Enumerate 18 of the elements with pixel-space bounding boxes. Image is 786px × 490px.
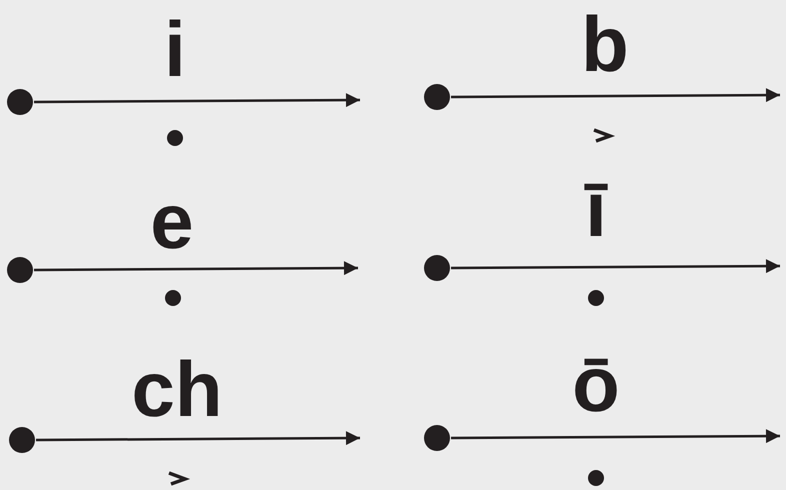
start-dot — [8, 426, 36, 454]
letter: ch — [131, 350, 223, 428]
arrow — [34, 261, 358, 276]
arrow — [451, 259, 780, 274]
arrow — [36, 431, 360, 446]
start-dot — [6, 256, 34, 284]
letter: b — [581, 5, 629, 83]
arrow — [34, 93, 360, 108]
start-dot — [423, 83, 451, 111]
arrow — [451, 429, 780, 444]
letter: ī — [585, 170, 607, 248]
letter: e — [150, 182, 194, 260]
start-dot — [423, 424, 451, 452]
start-dot — [6, 88, 34, 116]
letter: ō — [572, 345, 620, 423]
arrow — [451, 88, 780, 102]
start-dot — [423, 254, 451, 282]
letter: i — [164, 10, 186, 88]
